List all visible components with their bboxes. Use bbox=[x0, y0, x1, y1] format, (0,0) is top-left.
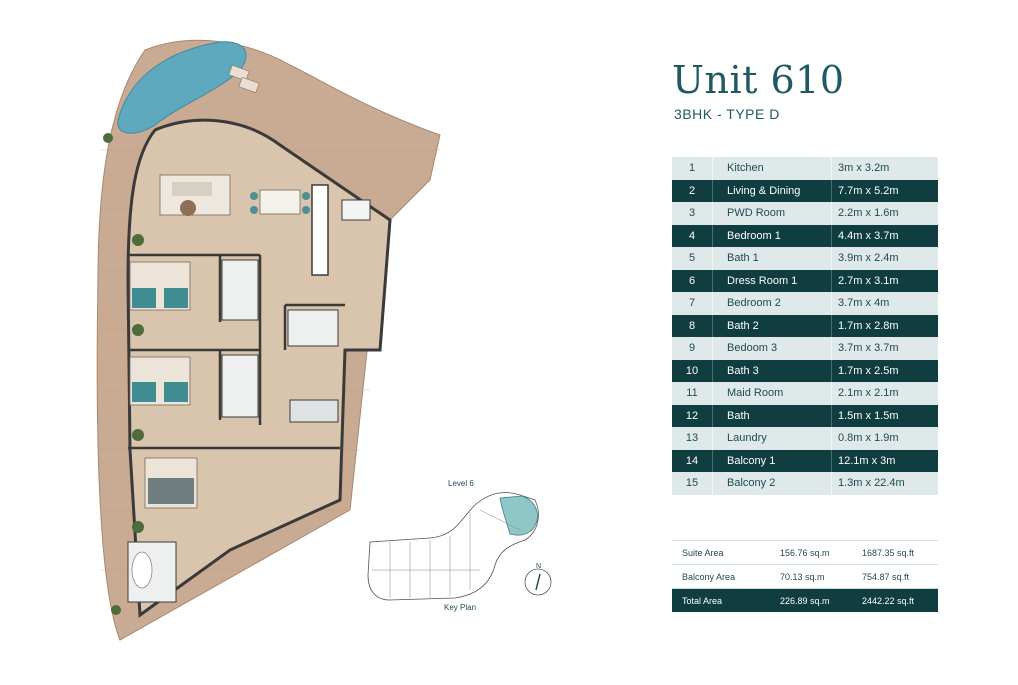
room-size: 1.3m x 22.4m bbox=[831, 472, 938, 495]
bedroom-2 bbox=[129, 261, 191, 311]
area-sqft: 1687.35 sq.ft bbox=[862, 541, 938, 565]
room-size: 12.1m x 3m bbox=[831, 449, 938, 472]
room-size: 2.7m x 3.1m bbox=[831, 269, 938, 292]
floor-plan-drawing bbox=[96, 39, 441, 641]
area-sqm: 70.13 sq.m bbox=[780, 564, 862, 589]
area-divider bbox=[672, 540, 938, 541]
key-plan: Level 6 Key Plan N bbox=[360, 470, 560, 620]
key-plan-level: Level 6 bbox=[448, 479, 474, 488]
room-name: Bath bbox=[712, 404, 832, 427]
bedroom-1 bbox=[144, 457, 198, 509]
room-size: 7.7m x 5.2m bbox=[831, 179, 938, 202]
room-name: PWD Room bbox=[712, 202, 832, 225]
bedroom-3 bbox=[129, 356, 191, 406]
key-plan-caption: Key Plan bbox=[444, 603, 477, 612]
room-number: 9 bbox=[672, 337, 713, 360]
north-label: N bbox=[536, 563, 542, 570]
room-number: 2 bbox=[672, 179, 713, 202]
key-plan-building bbox=[367, 492, 539, 601]
room-number: 12 bbox=[672, 404, 713, 427]
room-size: 3m x 3.2m bbox=[831, 157, 938, 180]
room-number: 10 bbox=[672, 359, 713, 382]
area-sqm: 156.76 sq.m bbox=[780, 541, 862, 565]
area-label: Total Area bbox=[672, 588, 780, 612]
room-size: 1.5m x 1.5m bbox=[831, 404, 938, 427]
room-number: 3 bbox=[672, 202, 713, 225]
room-size: 2.2m x 1.6m bbox=[831, 202, 938, 225]
room-name: Bath 3 bbox=[712, 359, 832, 382]
unit-title: Unit 610 bbox=[672, 58, 845, 102]
room-size: 2.1m x 2.1m bbox=[831, 382, 938, 405]
area-label: Balcony Area bbox=[672, 564, 780, 589]
room-name: Bedroom 2 bbox=[712, 292, 832, 315]
room-name: Balcony 1 bbox=[712, 449, 832, 472]
room-size: 3.7m x 4m bbox=[831, 292, 938, 315]
room-name: Laundry bbox=[712, 427, 832, 450]
area-sqm: 226.89 sq.m bbox=[780, 588, 862, 612]
room-number: 13 bbox=[672, 427, 713, 450]
room-name: Bedroom 1 bbox=[712, 224, 832, 247]
room-name: Bedoom 3 bbox=[712, 337, 832, 360]
unit-type: 3BHK - TYPE D bbox=[674, 106, 780, 122]
room-number: 1 bbox=[672, 157, 713, 180]
room-number: 14 bbox=[672, 449, 713, 472]
room-name: Dress Room 1 bbox=[712, 269, 832, 292]
key-plan-unit-highlight bbox=[499, 495, 538, 536]
key-plan-outline bbox=[367, 492, 552, 601]
room-name: Kitchen bbox=[712, 157, 832, 180]
room-number: 15 bbox=[672, 472, 713, 495]
room-name: Living & Dining bbox=[712, 179, 832, 202]
room-size: 0.8m x 1.9m bbox=[831, 427, 938, 450]
area-label: Suite Area bbox=[672, 541, 780, 565]
room-name: Maid Room bbox=[712, 382, 832, 405]
room-size: 4.4m x 3.7m bbox=[831, 224, 938, 247]
room-number: 11 bbox=[672, 382, 713, 405]
area-sqft: 754.87 sq.ft bbox=[862, 564, 938, 589]
room-name: Bath 2 bbox=[712, 314, 832, 337]
room-number: 6 bbox=[672, 269, 713, 292]
room-number: 4 bbox=[672, 224, 713, 247]
room-number: 8 bbox=[672, 314, 713, 337]
room-size: 3.9m x 2.4m bbox=[831, 247, 938, 270]
area-sqft: 2442.22 sq.ft bbox=[862, 588, 938, 612]
room-name: Bath 1 bbox=[712, 247, 832, 270]
room-number: 5 bbox=[672, 247, 713, 270]
room-size: 3.7m x 3.7m bbox=[831, 337, 938, 360]
room-size: 1.7m x 2.8m bbox=[831, 314, 938, 337]
room-number: 7 bbox=[672, 292, 713, 315]
room-name: Balcony 2 bbox=[712, 472, 832, 495]
room-size: 1.7m x 2.5m bbox=[831, 359, 938, 382]
